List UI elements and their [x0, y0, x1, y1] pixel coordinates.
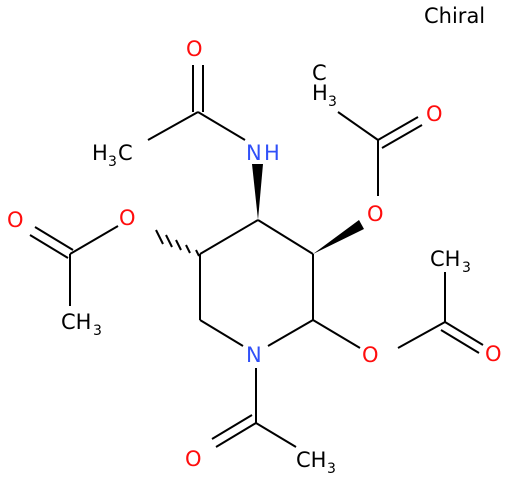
bonds [29, 65, 484, 448]
bond-acetate-top-carbonyl-b [381, 124, 423, 149]
hash-4 [165, 234, 173, 248]
hashed-bond-c3-o [155, 229, 200, 257]
h3c-left-sub: 3 [108, 154, 117, 170]
ch3-right-sub: 3 [462, 260, 471, 276]
ch3-top-c: C [312, 61, 327, 85]
ch3-left-c: CH [61, 310, 91, 334]
bond-bottom-carbonyl-b [211, 414, 253, 440]
bond-bottom-carbonyl-a [215, 422, 257, 448]
oxygen-top-carbonyl: O [186, 37, 203, 61]
ch3-top-sub: 3 [328, 94, 337, 110]
oxygen-right-carbonyl: O [485, 342, 502, 366]
chiral-label: Chiral [424, 4, 485, 28]
bond-acetamide-n [197, 111, 246, 141]
hash-2 [185, 244, 191, 254]
bond-acetate-left-carbonyl-a [34, 226, 74, 251]
bond-acetamide-methyl [147, 111, 199, 141]
bond-acetate-right-o [397, 321, 446, 349]
ch3-right-c: CH [430, 247, 460, 271]
hash-5 [155, 229, 164, 245]
oxygen-ester-left: O [119, 206, 136, 230]
n-ring: N [246, 343, 262, 367]
bond-acetate-top-carbonyl-a [377, 116, 419, 141]
wedge-c3top-n [252, 164, 263, 220]
bond-c1-o-ester [312, 319, 361, 349]
oxygen-ester-right: O [367, 202, 384, 226]
oxygen-ester-lower-right: O [362, 343, 379, 367]
oxygen-left-carbonyl: O [7, 208, 24, 232]
wedge-c2-o [313, 220, 364, 254]
bond-ring-c3top-c3 [199, 219, 259, 255]
oxygen-bottom-carbonyl: O [185, 447, 202, 471]
bond-acetate-left-o [69, 225, 119, 255]
bond-acetate-right-carbonyl-a [444, 321, 484, 346]
hash-1 [195, 249, 200, 257]
ch3-left-sub: 3 [93, 323, 102, 339]
bond-bottom-methyl [255, 422, 297, 448]
bond-ring-c4-n [199, 319, 244, 347]
bond-ring-c2-c3top [257, 219, 314, 255]
nh-n: N [246, 141, 262, 165]
h3c-left-h: H [92, 141, 108, 165]
h3c-left-c: C [118, 141, 133, 165]
ch3-top-h: H [312, 81, 328, 105]
ch3-bottom-c: CH [296, 448, 326, 472]
nh-h: H [264, 141, 280, 165]
bond-acetate-top-methyl [337, 111, 379, 141]
wedge-bonds [252, 164, 364, 254]
bond-ring-n-c1 [267, 319, 314, 347]
bond-acetate-left-carbonyl-b [29, 234, 69, 259]
hash-3 [175, 239, 182, 251]
oxygen-top-right-carbonyl: O [426, 102, 443, 126]
ch3-bottom-sub: 3 [327, 461, 336, 477]
bond-acetate-right-carbonyl-b [440, 329, 480, 354]
